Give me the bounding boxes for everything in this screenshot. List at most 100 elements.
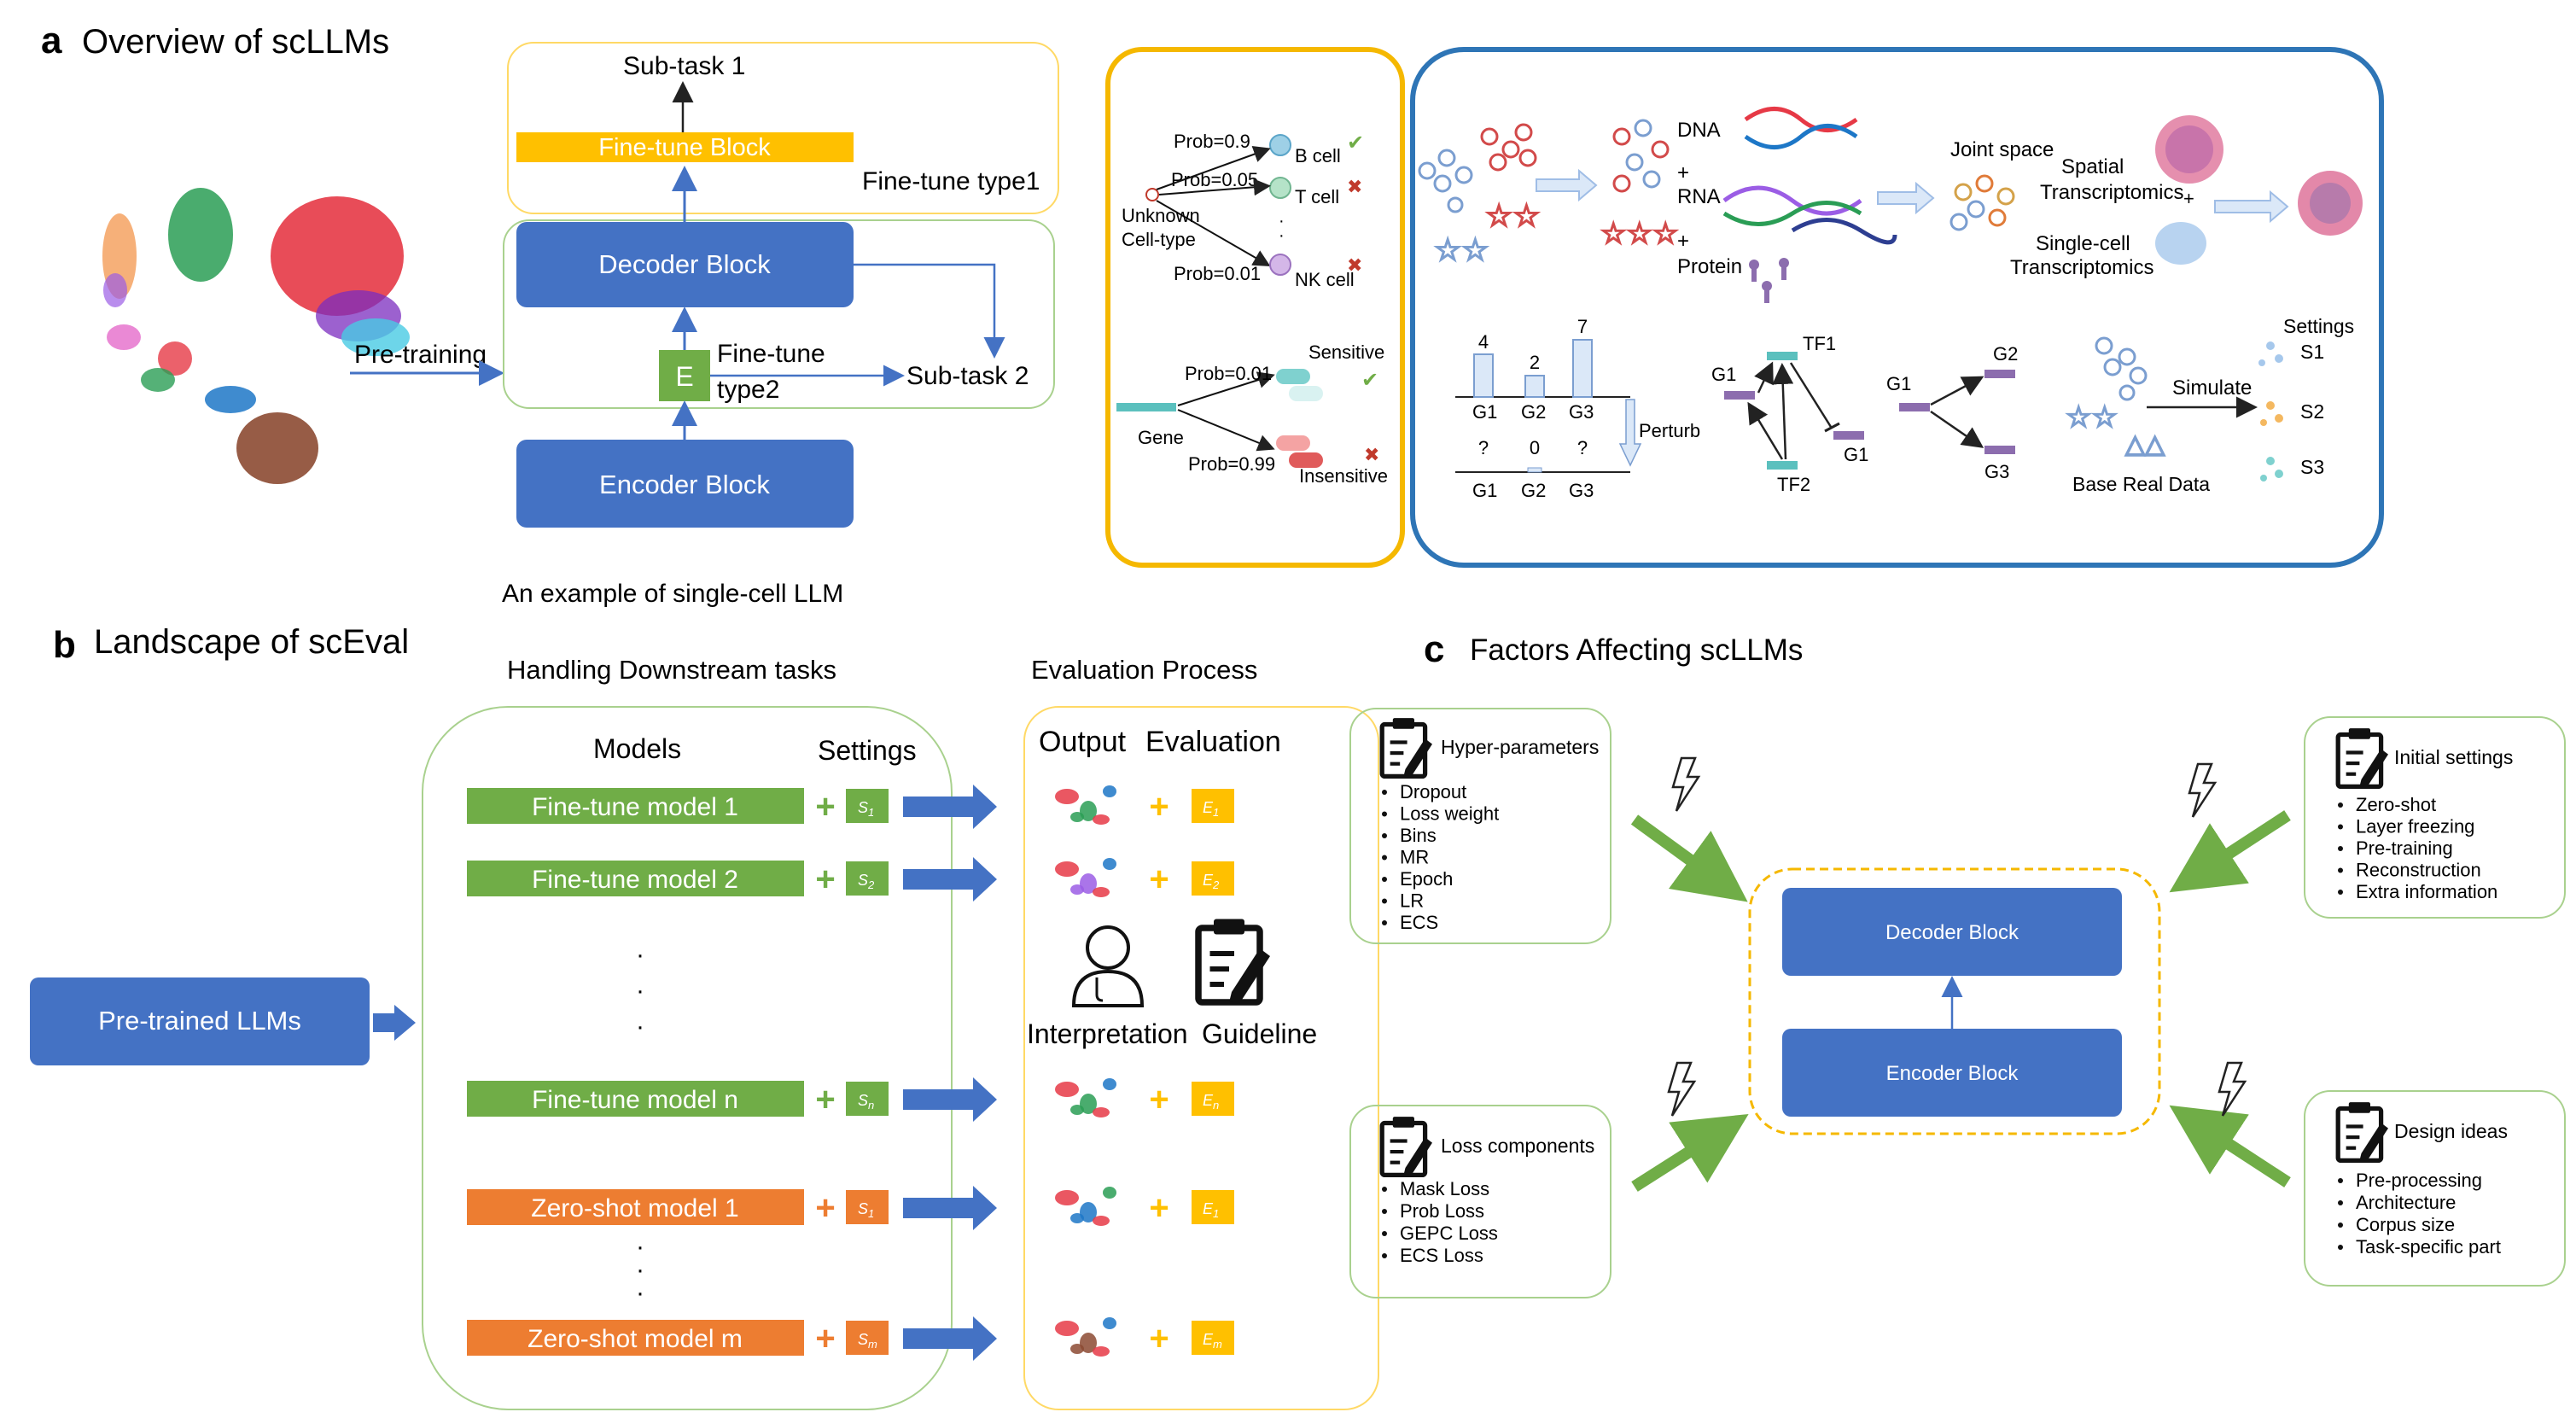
vdots-5: ·	[636, 1256, 644, 1284]
to-bcell-arrow	[1156, 146, 1271, 190]
finetune-block-label: Fine-tune Block	[598, 134, 771, 161]
finetune-type1-container	[507, 42, 1059, 214]
loss-arrow	[1631, 1113, 1749, 1192]
design-ideas-title: Design ideas	[2394, 1120, 2508, 1142]
protein-icon	[1749, 258, 1789, 303]
model-row: Fine-tune model n+Sn+En	[467, 1077, 1236, 1122]
simulate-label: Simulate	[2172, 376, 2252, 400]
cross-icon-2: ✖	[1347, 254, 1362, 276]
panel-c-title: Factors Affecting scLLMs	[1470, 633, 1803, 667]
output-umap-icon	[1055, 785, 1116, 825]
decoder-block-label: Decoder Block	[598, 249, 771, 279]
output-header: Output	[1039, 726, 1127, 758]
flow-arrow-2	[1877, 181, 1935, 215]
hyper-arrow	[1630, 814, 1748, 902]
panel-c-letter: c	[1424, 628, 1444, 670]
list-item: LR	[1400, 890, 1424, 912]
insensitive-label: Insensitive	[1299, 465, 1388, 487]
perturb-label: Perturb	[1639, 420, 1700, 441]
plus-3: +	[2183, 188, 2194, 209]
unknown-label-2: Cell-type	[1122, 229, 1196, 250]
nk-cell-icon	[1269, 254, 1291, 276]
b-cell-icon	[1269, 134, 1291, 156]
list-item: Pre-processing	[2356, 1170, 2482, 1191]
decoder-to-subtask2-arrow	[854, 263, 1005, 359]
unknown-cell-icon	[1145, 188, 1159, 201]
design-arrow	[2169, 1105, 2291, 1188]
s1-label: S1	[2300, 341, 2324, 363]
value-g1: 4	[1478, 331, 1489, 353]
tf1-gene-icon	[1767, 352, 1798, 360]
model-core-container	[1748, 867, 2161, 1135]
pill-icon	[1276, 369, 1310, 384]
panel-a-title: Overview of scLLMs	[82, 23, 389, 61]
list-item: Reconstruction	[2356, 860, 2481, 881]
simulation-example: ☆☆ △△ Simulate Base Real Data Settings S…	[2065, 315, 2354, 495]
label-g2: G2	[1521, 401, 1546, 423]
guideline-label: Guideline	[1202, 1018, 1317, 1049]
bcell-label: B cell	[1295, 145, 1341, 166]
label-g1-b: G1	[1472, 480, 1497, 501]
list-item: GEPC Loss	[1400, 1223, 1498, 1244]
settings-header: Settings	[818, 735, 917, 766]
model-row: Zero-shot model 1+S1+E1	[467, 1186, 1236, 1230]
bar-g2	[1524, 375, 1545, 398]
c-decoder-block	[1782, 888, 2122, 976]
bar-g2-zero	[1527, 467, 1542, 473]
grn-example: TF1 G1 G1 TF2 G1 G2 G3	[1711, 333, 2018, 495]
plus-icon: +	[815, 788, 835, 826]
joint-space-label: Joint space	[1950, 138, 2054, 161]
value-g2: 2	[1530, 352, 1540, 373]
c-encoder-block	[1782, 1029, 2122, 1117]
g1c-gene-icon	[1899, 403, 1930, 411]
base-data-icon	[2095, 336, 2148, 401]
g1b-gene-icon	[1833, 431, 1864, 440]
evaluation-container	[1023, 706, 1379, 1410]
list-item: Architecture	[2356, 1192, 2456, 1213]
evaluation-badge	[1190, 787, 1236, 825]
list-item: Epoch	[1400, 868, 1453, 890]
panel-a-letter: a	[41, 20, 62, 61]
g3-gene-icon	[1984, 446, 2015, 454]
bolt-icon-4	[2218, 1061, 2247, 1117]
vdots-6: ·	[636, 1279, 644, 1307]
bullet-icon	[1382, 833, 1387, 838]
decoder-block	[516, 222, 854, 307]
setting-badge	[844, 1188, 890, 1226]
model-label: Fine-tune model 1	[532, 793, 738, 821]
list-item: Layer freezing	[2356, 816, 2474, 837]
integrated-tissue-inner	[2310, 183, 2351, 224]
plus-icon: +	[1149, 1320, 1169, 1357]
panel-a-caption: An example of single-cell LLM	[502, 580, 843, 608]
bullet-icon	[2338, 824, 2343, 830]
t-cell-icon	[1269, 177, 1291, 199]
bullet-icon	[1382, 898, 1387, 904]
initial-settings-title: Initial settings	[2394, 746, 2513, 768]
plus-icon: +	[815, 1189, 835, 1227]
design-clipboard-icon	[2338, 1102, 2388, 1160]
subtask2-label: Sub-task 2	[906, 362, 1029, 390]
bullet-icon	[2338, 1223, 2343, 1228]
vdots-4: ·	[636, 1233, 644, 1261]
label-g3-b: G3	[1569, 480, 1594, 501]
g1-label-c: G1	[1886, 373, 1911, 394]
model-row: Zero-shot model m+Sm+Em	[467, 1316, 1236, 1361]
evaluation-badge	[1190, 1319, 1236, 1357]
model-block	[467, 1189, 804, 1225]
bolt-icon-1	[1671, 756, 1700, 813]
perturbation-example: 4 2 7 G1 G2 G3 Perturb ? 0 ? G1 G2 G3	[1455, 316, 1700, 501]
bolt-icon-2	[1667, 1061, 1696, 1117]
to-insensitive-arrow	[1177, 409, 1275, 452]
to-sensitive-arrow	[1177, 371, 1275, 406]
star-icons: ☆☆	[1434, 232, 1489, 267]
plus-icon: +	[1149, 788, 1169, 826]
encoder-block	[516, 440, 854, 528]
model-label: Zero-shot model m	[527, 1325, 743, 1353]
bullet-icon	[1382, 1231, 1387, 1236]
value-g3: 7	[1577, 316, 1588, 337]
finetune-type2-label-2: type2	[717, 376, 779, 404]
e-block-label: E	[675, 361, 693, 392]
bullet-icon	[1382, 920, 1387, 925]
